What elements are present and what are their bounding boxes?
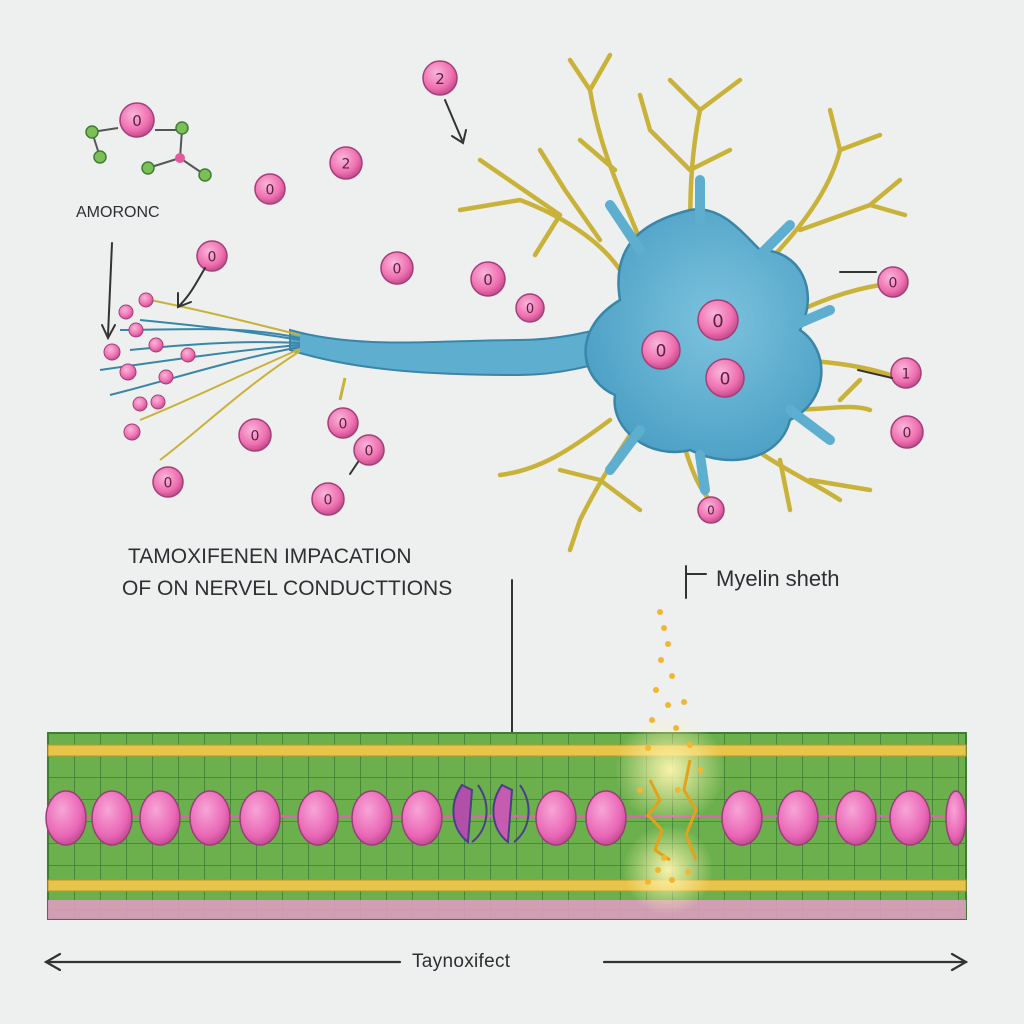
molecule: 0 [697, 299, 739, 341]
molecule: 0 [254, 173, 286, 205]
myelin-node [535, 790, 577, 846]
myelin-node [945, 790, 967, 846]
spark-dot [661, 855, 667, 861]
molecule: 0 [353, 434, 385, 466]
molecule-glyph: 0 [393, 262, 402, 278]
pointers [101, 99, 893, 841]
axon-terminals [99, 299, 301, 461]
myelin-node [585, 790, 627, 846]
spark-dot [649, 717, 655, 723]
molecule-glyph: 0 [324, 493, 333, 509]
molecule-glyph: 0 [164, 475, 173, 491]
molecule: 0 [238, 418, 272, 452]
molecule: 2 [329, 146, 363, 180]
molecule: 0 [470, 261, 506, 297]
molecule-glyph: 0 [251, 429, 260, 445]
spark-dot [687, 742, 693, 748]
label-bottom: Taynoxifect [412, 951, 511, 972]
molecule: 0 [327, 407, 359, 439]
molecule: 1 [890, 357, 922, 389]
spark-dot [665, 641, 671, 647]
label-myelin-sheath: Myelin sheth [716, 566, 840, 591]
neuron [99, 52, 908, 553]
molecule-glyph: 0 [889, 275, 898, 291]
spark-dot [645, 879, 651, 885]
myelin-node [45, 790, 87, 846]
myelin-node [351, 790, 393, 846]
molecule-glyph: 0 [720, 370, 731, 390]
molecules: 2 0 2 0 0 0 0 0 0 0 0 0 1 0 0 0 0 0 0 0 [119, 60, 924, 524]
molecule-glyph: 2 [435, 70, 445, 88]
molecule: 0 [697, 496, 725, 524]
spark-dot [669, 673, 675, 679]
myelin-node [401, 790, 443, 846]
spark-dot [653, 687, 659, 693]
spark-dot [669, 877, 675, 883]
spark-dot [673, 725, 679, 731]
spark-dot [661, 625, 667, 631]
molecule-glyph: 0 [712, 311, 723, 332]
molecule: 0 [877, 266, 909, 298]
molecule: 0 [515, 293, 545, 323]
spark-dot [681, 699, 687, 705]
myelin-node [91, 790, 133, 846]
myelin-node [239, 790, 281, 846]
spark-dot [665, 702, 671, 708]
myelin-node [721, 790, 763, 846]
molecule: 0 [641, 330, 681, 370]
molecule-glyph: 0 [339, 416, 348, 432]
myelin-node [297, 790, 339, 846]
molecule-glyph: 2 [342, 157, 351, 173]
molecule: 0 [890, 415, 924, 449]
molecule-glyph: 0 [526, 302, 534, 317]
myelin-node [189, 790, 231, 846]
bottom-arrow [43, 952, 969, 972]
title-line-2: OF ON NERVEL CONDUCTTIONS [122, 577, 453, 600]
myelin-node [139, 790, 181, 846]
label-amoronc: AMORONC [76, 204, 160, 221]
myelin-node [889, 790, 931, 846]
molecule: 0 [311, 482, 345, 516]
spark-dot [675, 787, 681, 793]
spark [615, 609, 725, 915]
myelin-node [777, 790, 819, 846]
molecule: 2 [422, 60, 458, 96]
spark-dot [685, 869, 691, 875]
spark-dot [658, 657, 664, 663]
molecule-glyph: 1 [902, 366, 911, 382]
spark-dot [657, 609, 663, 615]
myelin-node [835, 790, 877, 846]
molecule-glyph: 0 [208, 249, 217, 265]
molecule-glyph: 0 [483, 271, 493, 289]
molecule-glyph: 0 [707, 504, 715, 518]
molecule-structure [85, 121, 212, 182]
spark-dot [637, 787, 643, 793]
title-line-1: TAMOXIFENEN IMPACATION [128, 545, 412, 568]
nodes [45, 790, 967, 846]
molecule: 0 [152, 466, 184, 498]
myelin-strip [45, 609, 967, 920]
ion-channels [452, 783, 530, 844]
molecule: 0 [705, 358, 745, 398]
spark-dot [655, 867, 661, 873]
molecule-glyph: 0 [266, 182, 275, 198]
spark-dot [645, 745, 651, 751]
spark-dot [697, 767, 703, 773]
molecule-glyph: 0 [903, 426, 912, 442]
terminal-buttons [103, 292, 196, 441]
molecule: 0 [119, 102, 155, 138]
molecule: 0 [380, 251, 414, 285]
molecule: 0 [196, 240, 228, 272]
molecule-glyph: 0 [365, 443, 374, 459]
molecule-glyph: 0 [656, 342, 667, 362]
molecule-glyph: 0 [132, 112, 142, 130]
